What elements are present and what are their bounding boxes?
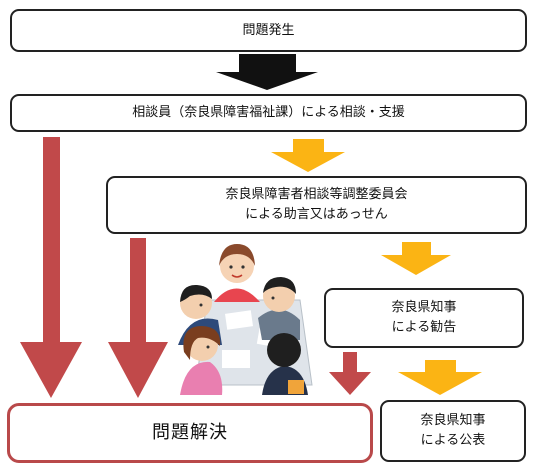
- announcement-box: 奈良県知事 による公表: [380, 400, 526, 462]
- committee-line-1: 奈良県障害者相談等調整委員会: [225, 187, 408, 202]
- person-left-man: [178, 284, 222, 345]
- person-right-man: [258, 277, 300, 340]
- meeting-table: [195, 299, 313, 386]
- red-down-arrow-2: [108, 238, 168, 398]
- red-down-arrow-1: [20, 137, 82, 398]
- consultation-box: 相談員（奈良県障害福祉課）による相談・支援: [10, 94, 527, 132]
- paper-3: [222, 350, 250, 368]
- committee-box: 奈良県障害者相談等調整委員会 による助言又はあっせん: [106, 176, 527, 234]
- resolution-box: 問題解決: [7, 403, 373, 463]
- paper-2: [256, 328, 284, 348]
- person-bottom-left-woman: [180, 326, 223, 395]
- recommendation-line-2: による勧告: [391, 320, 457, 335]
- committee-line-2: による助言又はあっせん: [245, 207, 388, 222]
- orange-down-arrow-1: [271, 139, 345, 172]
- paper-1: [225, 310, 253, 330]
- recommendation-line-1: 奈良県知事: [391, 300, 457, 315]
- orange-down-arrow-2: [381, 242, 451, 275]
- orange-down-arrow-3: [398, 360, 482, 395]
- person-bottom-right-man: [262, 333, 308, 395]
- resolution-label: 問題解決: [152, 422, 228, 443]
- announcement-line-1: 奈良県知事: [420, 413, 486, 428]
- black-down-arrow: [216, 54, 318, 90]
- consultation-label: 相談員（奈良県障害福祉課）による相談・支援: [132, 105, 405, 120]
- red-down-arrow-3: [329, 352, 371, 395]
- issue-label: 問題発生: [242, 22, 295, 38]
- issue-box: 問題発生: [10, 9, 527, 52]
- announcement-line-2: による公表: [420, 433, 486, 448]
- person-top-woman: [214, 244, 260, 302]
- recommendation-box: 奈良県知事 による勧告: [324, 288, 524, 348]
